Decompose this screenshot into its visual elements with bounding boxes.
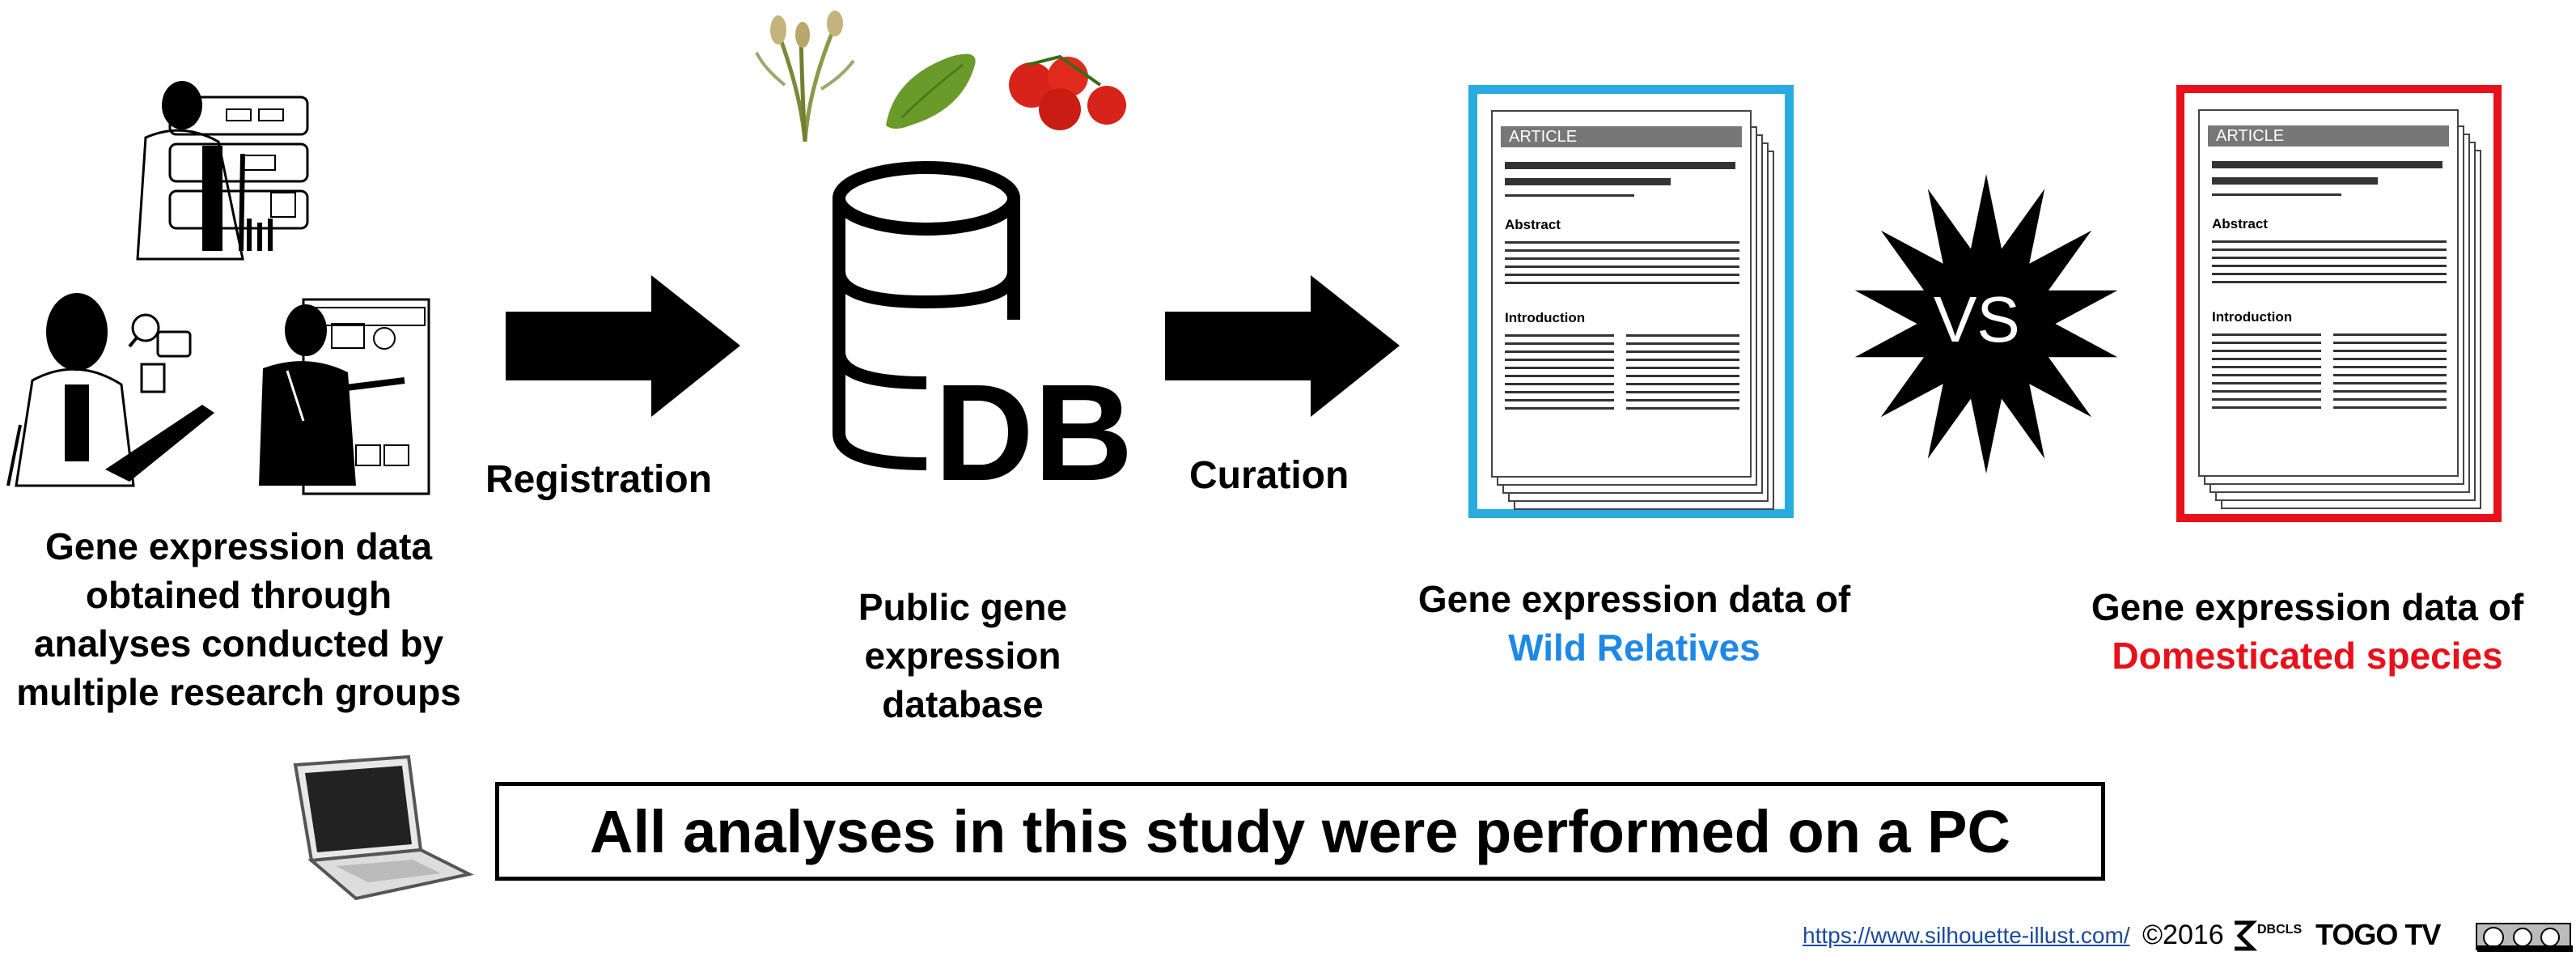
domesticated-species-papers: ARTICLE Abstract Introduction	[2176, 85, 2502, 522]
credit-link[interactable]: https://www.silhouette-illust.com/	[1803, 923, 2130, 948]
introduction-heading: Introduction	[2212, 309, 2293, 325]
domesticated-species-label: Domesticated species	[2112, 635, 2503, 677]
curation-label: Curation	[1189, 454, 1349, 497]
article-page: ARTICLE Abstract Introduction	[1491, 110, 1752, 478]
dbcls-logo: DBCLS	[2233, 920, 2310, 952]
vs-label: VS	[1934, 283, 2020, 355]
introduction-heading: Introduction	[1505, 310, 1586, 325]
database-caption: Public gene expression database	[858, 586, 1068, 725]
soybean-pod-icon	[886, 53, 976, 129]
pc-banner-text: All analyses in this study were performe…	[590, 797, 2010, 865]
abstract-heading: Abstract	[1505, 217, 1561, 232]
article-header: ARTICLE	[2208, 125, 2449, 147]
laptop-icon	[293, 754, 474, 901]
database-icon	[833, 161, 1020, 470]
db-label: DB	[934, 356, 1133, 510]
vs-starburst-icon	[1854, 174, 2118, 474]
tomato-icon	[1009, 54, 1126, 130]
abstract-heading: Abstract	[2212, 216, 2268, 232]
article-header: ARTICLE	[1501, 126, 1742, 147]
togotv-logo: TOGO TV	[2315, 918, 2441, 951]
researchers-illustration	[0, 65, 453, 502]
research-groups-caption: Gene expression data obtained through an…	[16, 525, 461, 713]
cc-license-badge	[2476, 923, 2573, 952]
wild-relatives-label: Wild Relatives	[1508, 627, 1760, 669]
wild-caption: Gene expression data of Wild Relatives	[1343, 575, 1926, 672]
domesticated-caption: Gene expression data of Domesticated spe…	[2039, 583, 2576, 680]
dbcls-label: DBCLS	[2257, 923, 2303, 937]
pc-banner: All analyses in this study were performe…	[495, 782, 2105, 881]
dbcls-icon	[2235, 920, 2258, 951]
registration-label: Registration	[485, 458, 713, 501]
lab-scientist-icon	[6, 81, 430, 495]
rice-plant-icon	[755, 11, 855, 142]
wild-relatives-papers: ARTICLE Abstract Introduction	[1468, 85, 1794, 518]
article-page: ARTICLE Abstract Introduction	[2198, 109, 2459, 477]
cc-icon	[2477, 927, 2573, 952]
arrow-right-icon	[506, 275, 740, 417]
arrow-right-icon	[1165, 275, 1400, 417]
copyright-text: ©2016	[2142, 920, 2224, 950]
